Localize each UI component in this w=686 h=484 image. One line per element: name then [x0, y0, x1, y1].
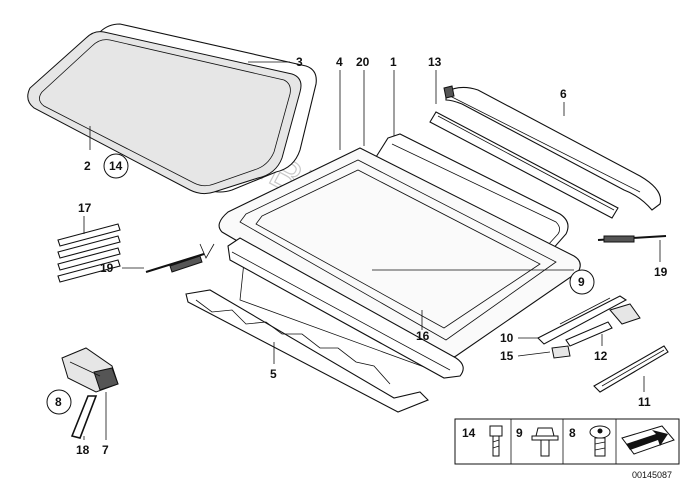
lower-frame[interactable]: [227, 237, 574, 379]
emergency-crank[interactable]: [70, 395, 98, 439]
small-pad[interactable]: [551, 345, 571, 359]
callout-14: 14: [109, 159, 123, 173]
callout-12: 12: [594, 349, 608, 363]
callout-15: 15: [500, 349, 514, 363]
document-number: 00145087: [632, 470, 672, 480]
fastener-legend: 14 9 8: [454, 418, 680, 465]
callout-4: 4: [336, 55, 343, 69]
callout-3: 3: [296, 55, 303, 69]
callout-circle-14: [103, 153, 129, 179]
legend-label-9: 9: [516, 426, 523, 440]
torx-screw-icon: [589, 425, 611, 457]
drive-cable-right[interactable]: [597, 235, 667, 243]
callout-18: 18: [76, 443, 90, 457]
sun-shade-strips[interactable]: [57, 223, 121, 283]
drive-cable-left[interactable]: [145, 243, 215, 273]
brackets[interactable]: [565, 303, 641, 347]
callout-2: 2: [84, 159, 91, 173]
wind-deflector[interactable]: [443, 85, 662, 211]
callout-10: 10: [500, 331, 514, 345]
callout-circle-9: [569, 269, 595, 295]
callout-13: 13: [428, 55, 442, 69]
callout-16: 16: [416, 329, 430, 343]
hex-bolt-icon: [489, 425, 503, 457]
leader-lines: [83, 61, 661, 440]
callout-11: 11: [638, 395, 651, 409]
legend-label-8: 8: [569, 426, 576, 440]
seal-strip[interactable]: [429, 111, 619, 219]
side-rail[interactable]: [593, 345, 669, 393]
rear-cross-member[interactable]: [185, 289, 429, 413]
legend-label-14: 14: [462, 426, 476, 440]
sunroof-frame[interactable]: [218, 147, 581, 373]
flange-nut-icon: [531, 427, 559, 457]
callout-7: 7: [102, 443, 109, 457]
callout-9: 9: [578, 275, 585, 289]
sunroof-motor[interactable]: [61, 347, 119, 393]
callout-17: 17: [78, 201, 92, 215]
callout-20: 20: [356, 55, 370, 69]
callout-circle-8: [46, 389, 72, 415]
callout-8: 8: [55, 395, 62, 409]
callout-5: 5: [270, 367, 277, 381]
callout-6: 6: [560, 87, 567, 101]
arrow-symbol-icon: [621, 425, 675, 455]
callout-1: 1: [390, 55, 397, 69]
guide-rail[interactable]: [537, 295, 628, 345]
glass-panel[interactable]: [27, 23, 317, 195]
callout-19-right: 19: [654, 265, 668, 279]
callout-19-left: 19: [100, 261, 114, 275]
